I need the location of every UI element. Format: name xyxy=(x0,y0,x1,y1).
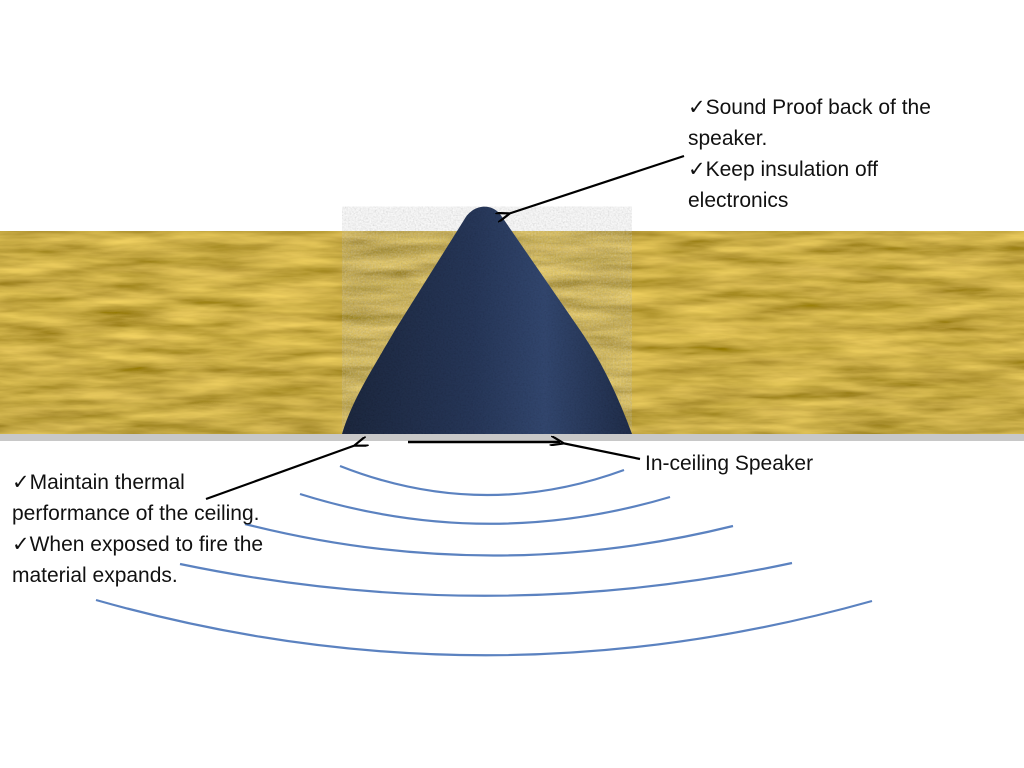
arrows xyxy=(205,154,685,501)
backcan-notes: ✓Sound Proof back of the speaker. ✓Keep … xyxy=(688,92,931,216)
sound-wave-4 xyxy=(179,561,793,597)
ceiling-notes: ✓Maintain thermal performance of the cei… xyxy=(12,467,263,591)
sound-waves xyxy=(95,464,873,657)
arrow-icon xyxy=(508,154,685,214)
note-line: ✓Maintain thermal xyxy=(12,471,185,494)
sound-wave-1 xyxy=(339,464,625,497)
sound-wave-3 xyxy=(244,522,734,557)
ceiling-surface xyxy=(0,434,1024,441)
speaker-backcan-cone xyxy=(342,206,632,434)
speaker-label: In-ceiling Speaker xyxy=(645,452,814,475)
note-line: ✓Sound Proof back of the xyxy=(688,96,931,119)
note-line: ✓When exposed to fire the xyxy=(12,533,264,556)
note-line: ✓Keep insulation off xyxy=(688,158,879,181)
arrow-icon xyxy=(205,445,356,501)
note-line: electronics xyxy=(688,189,789,212)
note-line: performance of the ceiling. xyxy=(12,502,260,525)
sound-wave-5 xyxy=(95,598,873,657)
note-line: speaker. xyxy=(688,127,768,150)
arrow-icon xyxy=(562,443,641,461)
sound-wave-2 xyxy=(299,492,671,525)
note-line: material expands. xyxy=(12,564,178,587)
